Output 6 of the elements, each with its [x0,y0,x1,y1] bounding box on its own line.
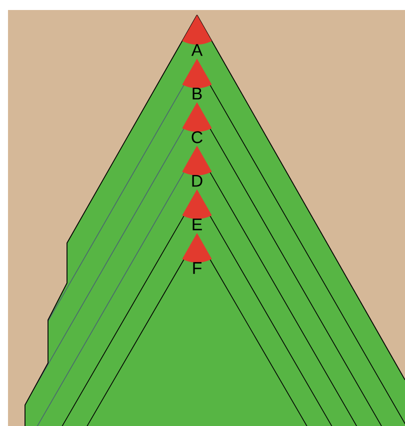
layer-label: E [192,218,202,230]
layer-label: A [191,44,203,56]
layer-label: F [193,262,202,274]
layer-label: D [192,174,202,187]
layer-label: B [192,88,202,100]
layer-label: C [192,131,202,144]
